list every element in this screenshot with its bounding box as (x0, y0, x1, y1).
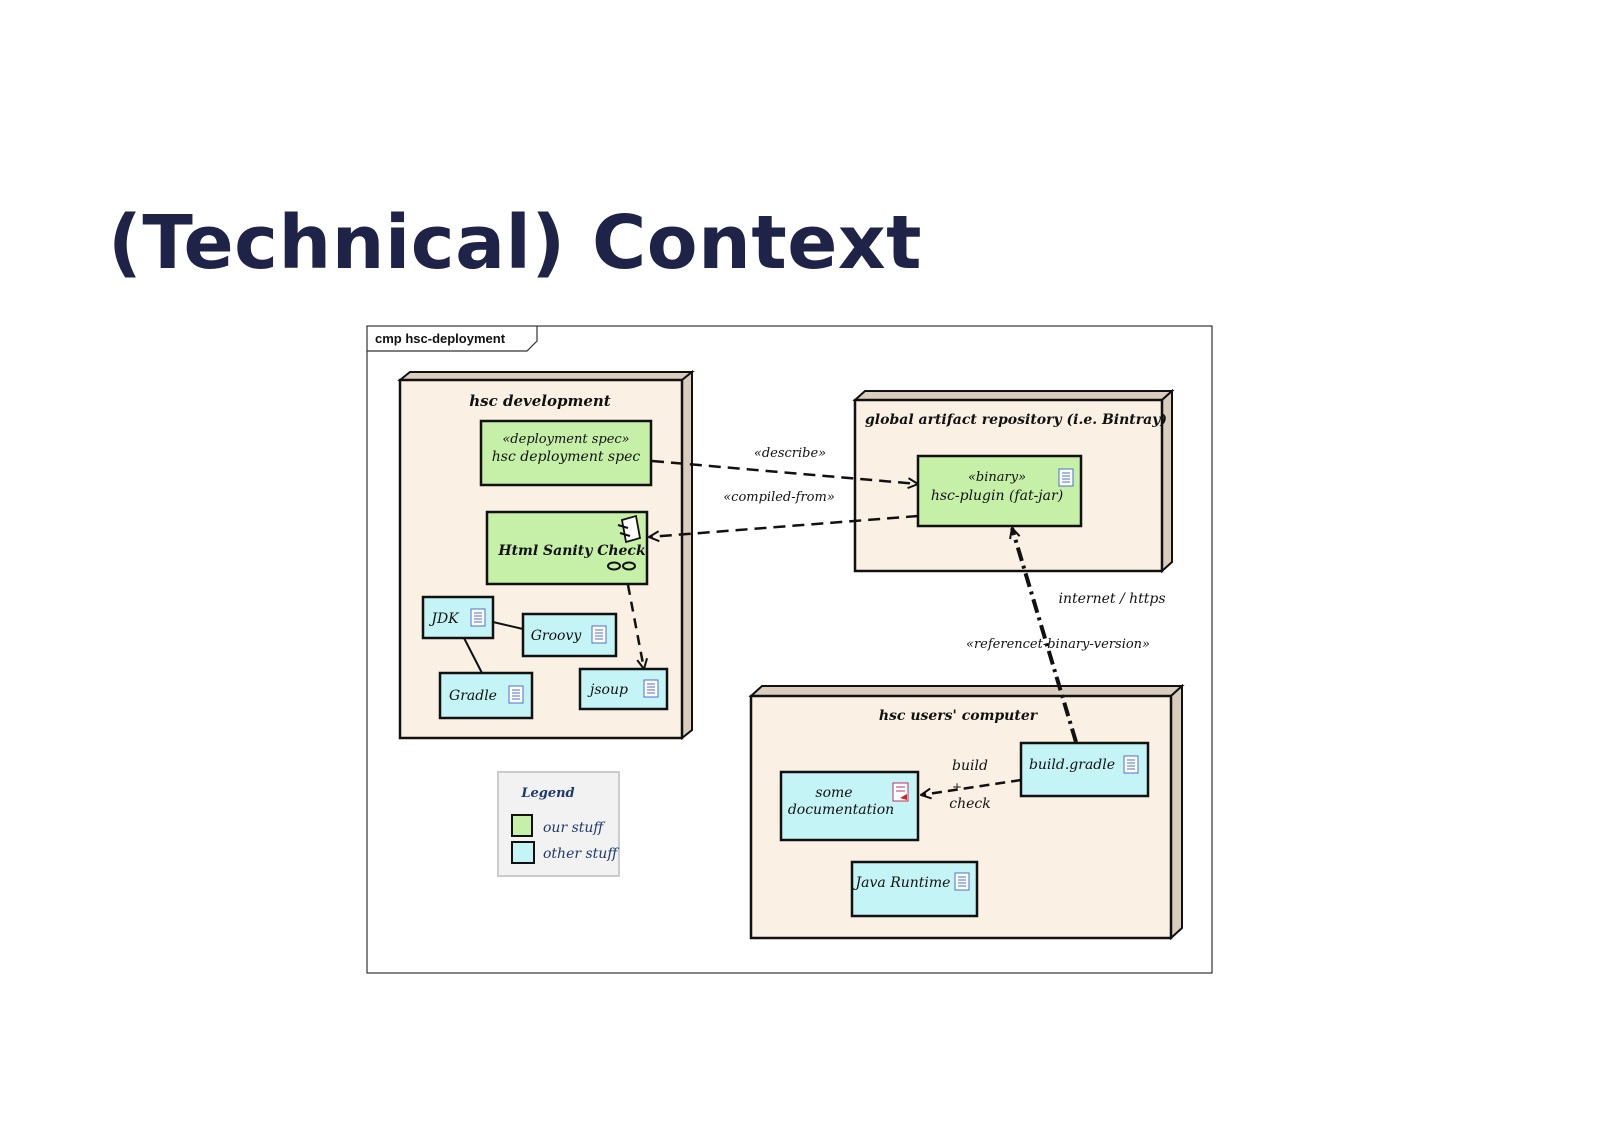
node-artifact-repository: global artifact repository (i.e. Bintray… (852, 388, 1175, 574)
node-title: hsc development (469, 392, 611, 410)
artifact-name: JDK (428, 611, 460, 627)
artifact-name: hsc-plugin (fat-jar) (931, 488, 1063, 504)
document-icon (1123, 755, 1139, 774)
frame-label: cmp hsc-deployment (375, 331, 506, 346)
document-icon (643, 679, 659, 698)
connector-label: build (952, 758, 988, 774)
artifact-some-documentation[interactable]: some documentation (779, 770, 920, 842)
legend-title: Legend (520, 786, 574, 801)
artifact-groovy[interactable]: Groovy (521, 612, 618, 658)
legend-label-other: other stuff (543, 846, 619, 862)
link-icon (607, 561, 636, 571)
connector-label: + (952, 780, 962, 794)
legend-label-our: our stuff (543, 820, 605, 836)
artifact-html-sanity-check[interactable]: Html Sanity Check (485, 510, 649, 586)
connector-label: «compiled-from» (723, 490, 835, 505)
artifact-name: build.gradle (1029, 757, 1115, 773)
artifact-name: hsc deployment spec (492, 449, 641, 465)
document-icon (508, 685, 524, 704)
document-icon (470, 608, 486, 627)
artifact-java-runtime[interactable]: Java Runtime (850, 860, 979, 918)
artifact-jdk[interactable]: JDK (421, 595, 495, 640)
connector-label: internet / https (1058, 591, 1165, 607)
connector-compiled-from: «compiled-from» (649, 490, 919, 537)
artifact-build-gradle[interactable]: build.gradle (1019, 741, 1150, 798)
connector-label: «describe» (754, 446, 826, 461)
artifact-hsc-plugin[interactable]: «binary» hsc-plugin (fat-jar) (916, 454, 1083, 528)
dependency-lines (463, 621, 524, 674)
artifact-name-line1: some (815, 785, 852, 801)
artifact-name: Groovy (531, 628, 583, 644)
pdf-document-icon (892, 782, 909, 802)
node-title: hsc users' computer (879, 708, 1039, 724)
connector-label: check (949, 796, 990, 812)
artifact-name-line2: documentation (788, 802, 894, 818)
component-icon (617, 514, 642, 544)
connector-internet: internet / https «referencet-binary-vers… (966, 528, 1166, 743)
legend-swatch-our (511, 814, 533, 837)
legend: Legend our stuff other stuff (497, 771, 620, 877)
artifact-name: Gradle (449, 688, 497, 704)
artifact-stereotype: «deployment spec» (502, 432, 629, 447)
artifact-deployment-spec[interactable]: «deployment spec» hsc deployment spec (479, 419, 653, 487)
artifact-name: Java Runtime (853, 875, 951, 891)
connector-build-check: build + check (921, 758, 1022, 812)
node-title: global artifact repository (i.e. Bintray… (865, 412, 1167, 428)
connector-hsc-to-jsoup (626, 584, 644, 669)
connector-label: «referencet-binary-version» (966, 637, 1150, 652)
legend-swatch-other (511, 841, 535, 864)
connector-describe: «describe» (651, 446, 918, 484)
artifact-name: jsoup (587, 682, 628, 698)
document-icon (591, 625, 607, 644)
artifact-name: Html Sanity Check (497, 543, 646, 559)
artifact-jsoup[interactable]: jsoup (578, 667, 669, 711)
document-icon (954, 872, 970, 891)
document-icon (1058, 468, 1074, 487)
artifact-gradle[interactable]: Gradle (438, 671, 534, 720)
artifact-stereotype: «binary» (968, 470, 1026, 485)
slide-title: (Technical) Context (108, 200, 922, 286)
